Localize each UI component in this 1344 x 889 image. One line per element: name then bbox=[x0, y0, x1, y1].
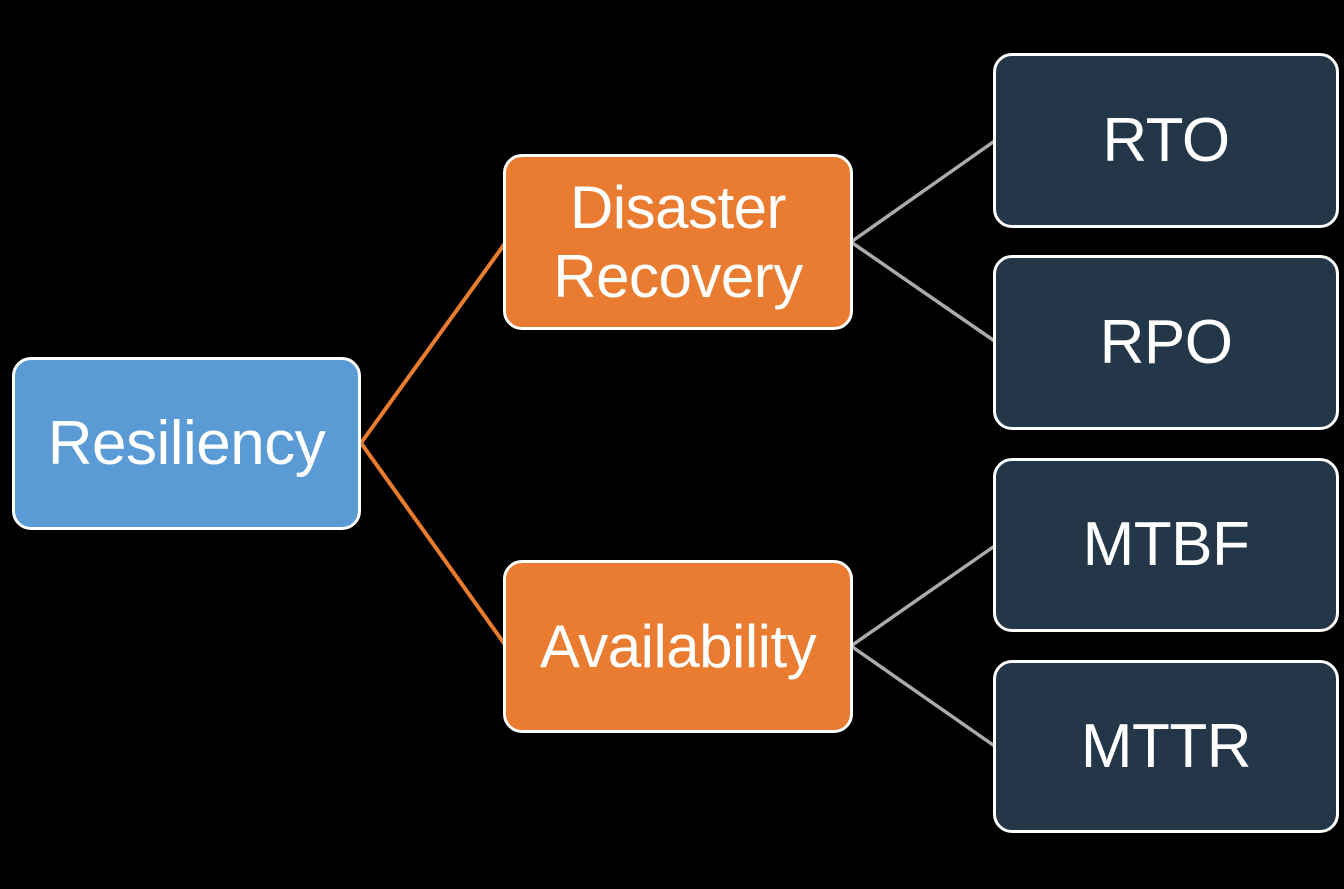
node-mtbf: MTBF bbox=[993, 458, 1339, 632]
node-resiliency: Resiliency bbox=[12, 357, 361, 530]
edge-disaster-recovery-rpo bbox=[850, 240, 997, 344]
node-disaster-recovery: Disaster Recovery bbox=[503, 154, 853, 330]
edge-resiliency-availability bbox=[359, 441, 508, 648]
node-resiliency-label: Resiliency bbox=[47, 408, 326, 478]
node-availability-label: Availability bbox=[539, 613, 817, 680]
node-availability: Availability bbox=[503, 560, 853, 733]
edge-availability-mtbf bbox=[849, 543, 998, 648]
node-rto: RTO bbox=[993, 53, 1339, 228]
node-disaster-recovery-label: Disaster Recovery bbox=[553, 174, 803, 310]
edge-availability-mttr bbox=[849, 644, 998, 749]
node-mttr: MTTR bbox=[993, 660, 1339, 833]
node-mttr-label: MTTR bbox=[1080, 711, 1252, 781]
edge-disaster-recovery-rto bbox=[849, 138, 998, 244]
node-rpo-label: RPO bbox=[1099, 307, 1233, 377]
node-rpo: RPO bbox=[993, 255, 1339, 430]
edge-resiliency-disaster-recovery bbox=[359, 240, 508, 445]
node-rto-label: RTO bbox=[1102, 105, 1230, 175]
node-mtbf-label: MTBF bbox=[1082, 510, 1250, 580]
